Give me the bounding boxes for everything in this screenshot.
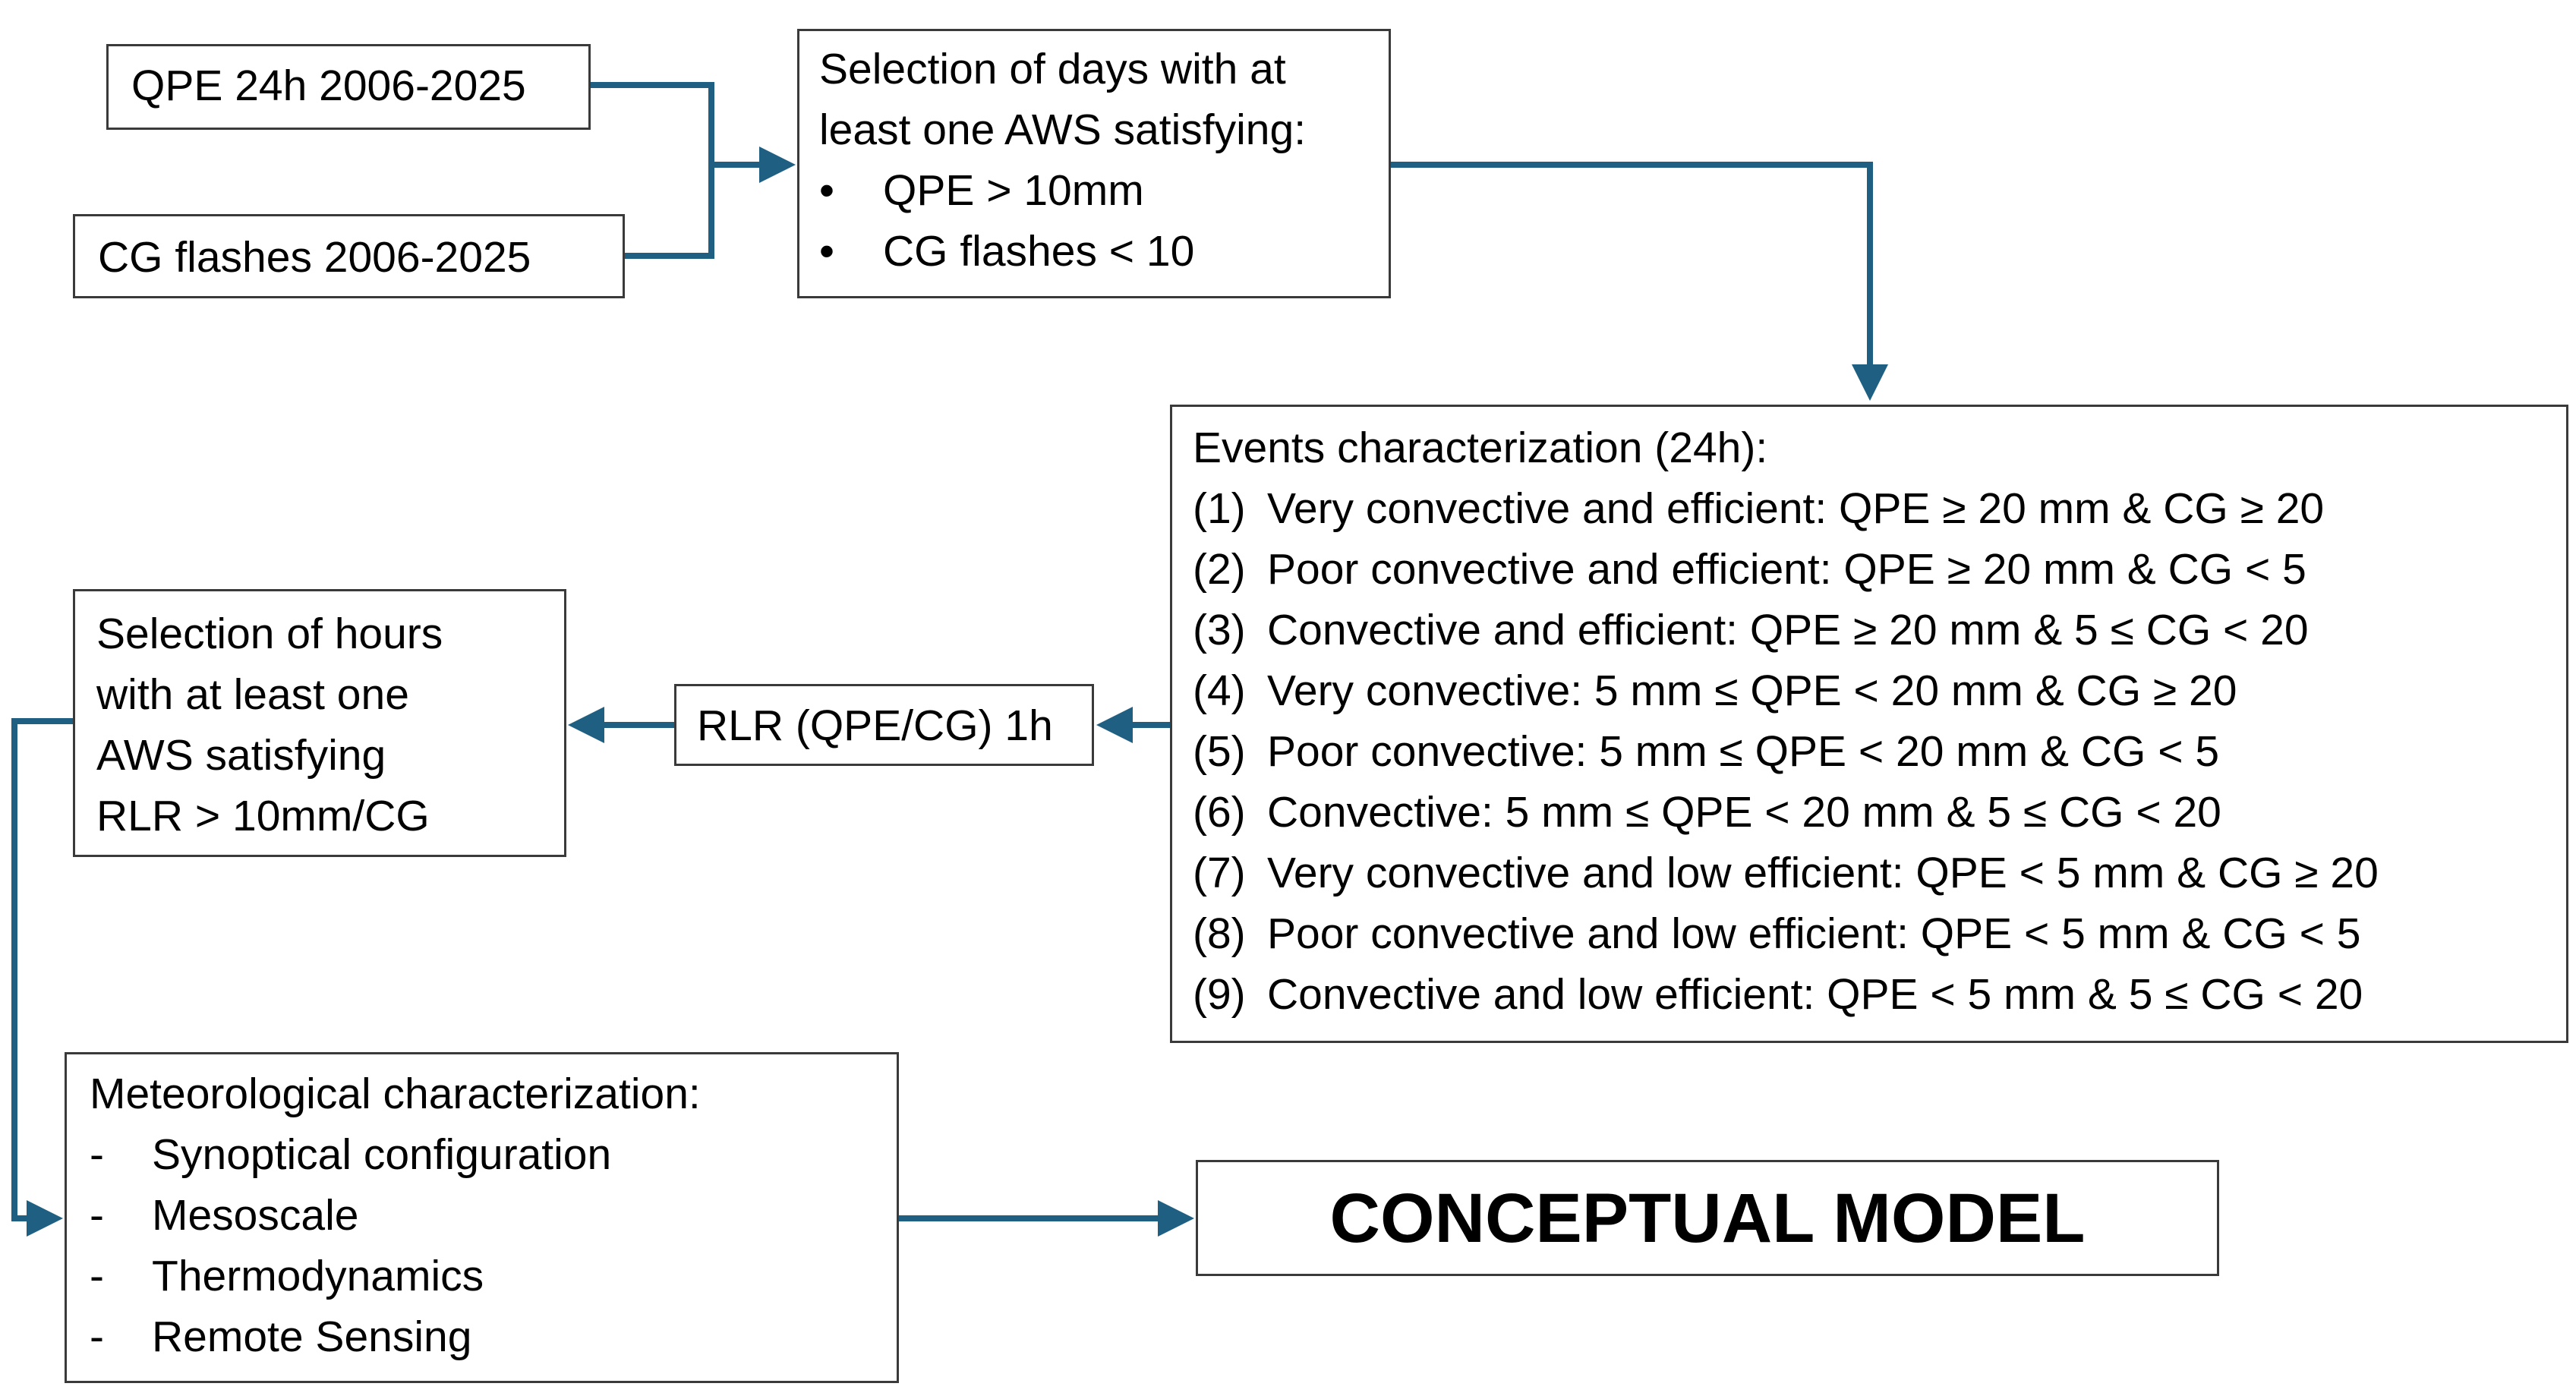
cg-input-label: CG flashes 2006-2025 bbox=[98, 233, 531, 282]
meteo-item: -Thermodynamics bbox=[90, 1246, 897, 1306]
event-item: (4) Very convective: 5 mm ≤ QPE < 20 mm &… bbox=[1193, 660, 2566, 721]
dash-marker: - bbox=[90, 1252, 104, 1300]
bullet-marker: • bbox=[819, 166, 834, 215]
event-number: (5) bbox=[1193, 727, 1246, 776]
hour-selection-line-2: with at least one bbox=[96, 670, 409, 719]
conceptual-model-label: CONCEPTUAL MODEL bbox=[1329, 1179, 2086, 1257]
events-list: (1) Very convective and efficient: QPE ≥ … bbox=[1193, 478, 2566, 1025]
rlr-box: RLR (QPE/CG) 1h bbox=[674, 684, 1094, 766]
day-selection-title-line-1: Selection of days with at bbox=[819, 45, 1286, 93]
event-text: Poor convective and low efficient: QPE <… bbox=[1267, 909, 2361, 958]
hour-selection-line-4: RLR > 10mm/CG bbox=[96, 792, 430, 840]
event-text: Poor convective: 5 mm ≤ QPE < 20 mm & CG… bbox=[1267, 727, 2220, 776]
meteo-list: -Synoptical configuration -Mesoscale -Th… bbox=[90, 1124, 897, 1367]
meteo-item: -Remote Sensing bbox=[90, 1306, 897, 1367]
qpe-input-label: QPE 24h 2006-2025 bbox=[131, 61, 526, 110]
event-text: Convective and low efficient: QPE < 5 mm… bbox=[1267, 970, 2363, 1019]
event-item: (5) Poor convective: 5 mm ≤ QPE < 20 mm &… bbox=[1193, 721, 2566, 782]
event-text: Very convective and low efficient: QPE <… bbox=[1267, 849, 2379, 897]
meteo-item-text: Remote Sensing bbox=[152, 1312, 472, 1361]
event-number: (4) bbox=[1193, 666, 1246, 715]
events-characterization-box: Events characterization (24h): (1) Very c… bbox=[1170, 405, 2568, 1043]
event-text: Poor convective and efficient: QPE ≥ 20 … bbox=[1267, 545, 2306, 594]
hour-selection-line-1: Selection of hours bbox=[96, 610, 443, 658]
meteo-item-text: Synoptical configuration bbox=[152, 1130, 612, 1179]
hour-selection-line-3: AWS satisfying bbox=[96, 731, 386, 780]
dash-marker: - bbox=[90, 1191, 104, 1240]
connector-qpe-to-merge bbox=[591, 82, 714, 165]
event-item: (1) Very convective and efficient: QPE ≥ … bbox=[1193, 478, 2566, 539]
criterion-text: QPE > 10mm bbox=[883, 166, 1144, 215]
event-item: (7) Very convective and low efficient: QP… bbox=[1193, 843, 2566, 903]
event-number: (7) bbox=[1193, 849, 1246, 897]
event-item: (8) Poor convective and low efficient: QP… bbox=[1193, 903, 2566, 964]
conceptual-model-box: CONCEPTUAL MODEL bbox=[1196, 1160, 2219, 1276]
criterion-item: • QPE > 10mm bbox=[819, 160, 1389, 221]
event-number: (2) bbox=[1193, 545, 1246, 594]
meteo-item: -Mesoscale bbox=[90, 1185, 897, 1246]
event-item: (2) Poor convective and efficient: QPE ≥ … bbox=[1193, 539, 2566, 600]
meteo-item: -Synoptical configuration bbox=[90, 1124, 897, 1185]
criterion-text: CG flashes < 10 bbox=[883, 227, 1195, 276]
event-text: Convective and efficient: QPE ≥ 20 mm & … bbox=[1267, 606, 2309, 654]
bullet-marker: • bbox=[819, 227, 834, 276]
qpe-input-box: QPE 24h 2006-2025 bbox=[106, 44, 591, 130]
event-number: (6) bbox=[1193, 788, 1246, 837]
meteorological-characterization-box: Meteorological characterization: -Synopt… bbox=[65, 1052, 899, 1383]
event-text: Convective: 5 mm ≤ QPE < 20 mm & 5 ≤ CG … bbox=[1267, 788, 2221, 837]
event-item: (9) Convective and low efficient: QPE < 5… bbox=[1193, 964, 2566, 1025]
events-title: Events characterization (24h): bbox=[1193, 424, 1768, 472]
event-number: (9) bbox=[1193, 970, 1246, 1019]
dash-marker: - bbox=[90, 1130, 104, 1179]
event-item: (3) Convective and efficient: QPE ≥ 20 mm… bbox=[1193, 600, 2566, 660]
cg-input-box: CG flashes 2006-2025 bbox=[73, 214, 625, 298]
event-number: (1) bbox=[1193, 484, 1246, 533]
connector-cg-to-merge bbox=[625, 165, 714, 259]
event-text: Very convective and efficient: QPE ≥ 20 … bbox=[1267, 484, 2325, 533]
hour-selection-box: Selection of hours with at least one AWS… bbox=[73, 589, 566, 857]
meteo-title: Meteorological characterization: bbox=[90, 1070, 701, 1118]
meteo-item-text: Thermodynamics bbox=[152, 1252, 484, 1300]
day-selection-criteria: • QPE > 10mm • CG flashes < 10 bbox=[819, 160, 1389, 282]
dash-marker: - bbox=[90, 1312, 104, 1361]
event-text: Very convective: 5 mm ≤ QPE < 20 mm & CG… bbox=[1267, 666, 2237, 715]
arrow-day-selection-to-events bbox=[1391, 162, 1888, 401]
rlr-label: RLR (QPE/CG) 1h bbox=[697, 701, 1053, 750]
event-number: (3) bbox=[1193, 606, 1246, 654]
event-item: (6) Convective: 5 mm ≤ QPE < 20 mm & 5 ≤ … bbox=[1193, 782, 2566, 843]
meteo-item-text: Mesoscale bbox=[152, 1191, 359, 1240]
criterion-item: • CG flashes < 10 bbox=[819, 221, 1389, 282]
day-selection-box: Selection of days with at least one AWS … bbox=[797, 29, 1391, 298]
day-selection-title-line-2: least one AWS satisfying: bbox=[819, 106, 1307, 154]
event-number: (8) bbox=[1193, 909, 1246, 958]
